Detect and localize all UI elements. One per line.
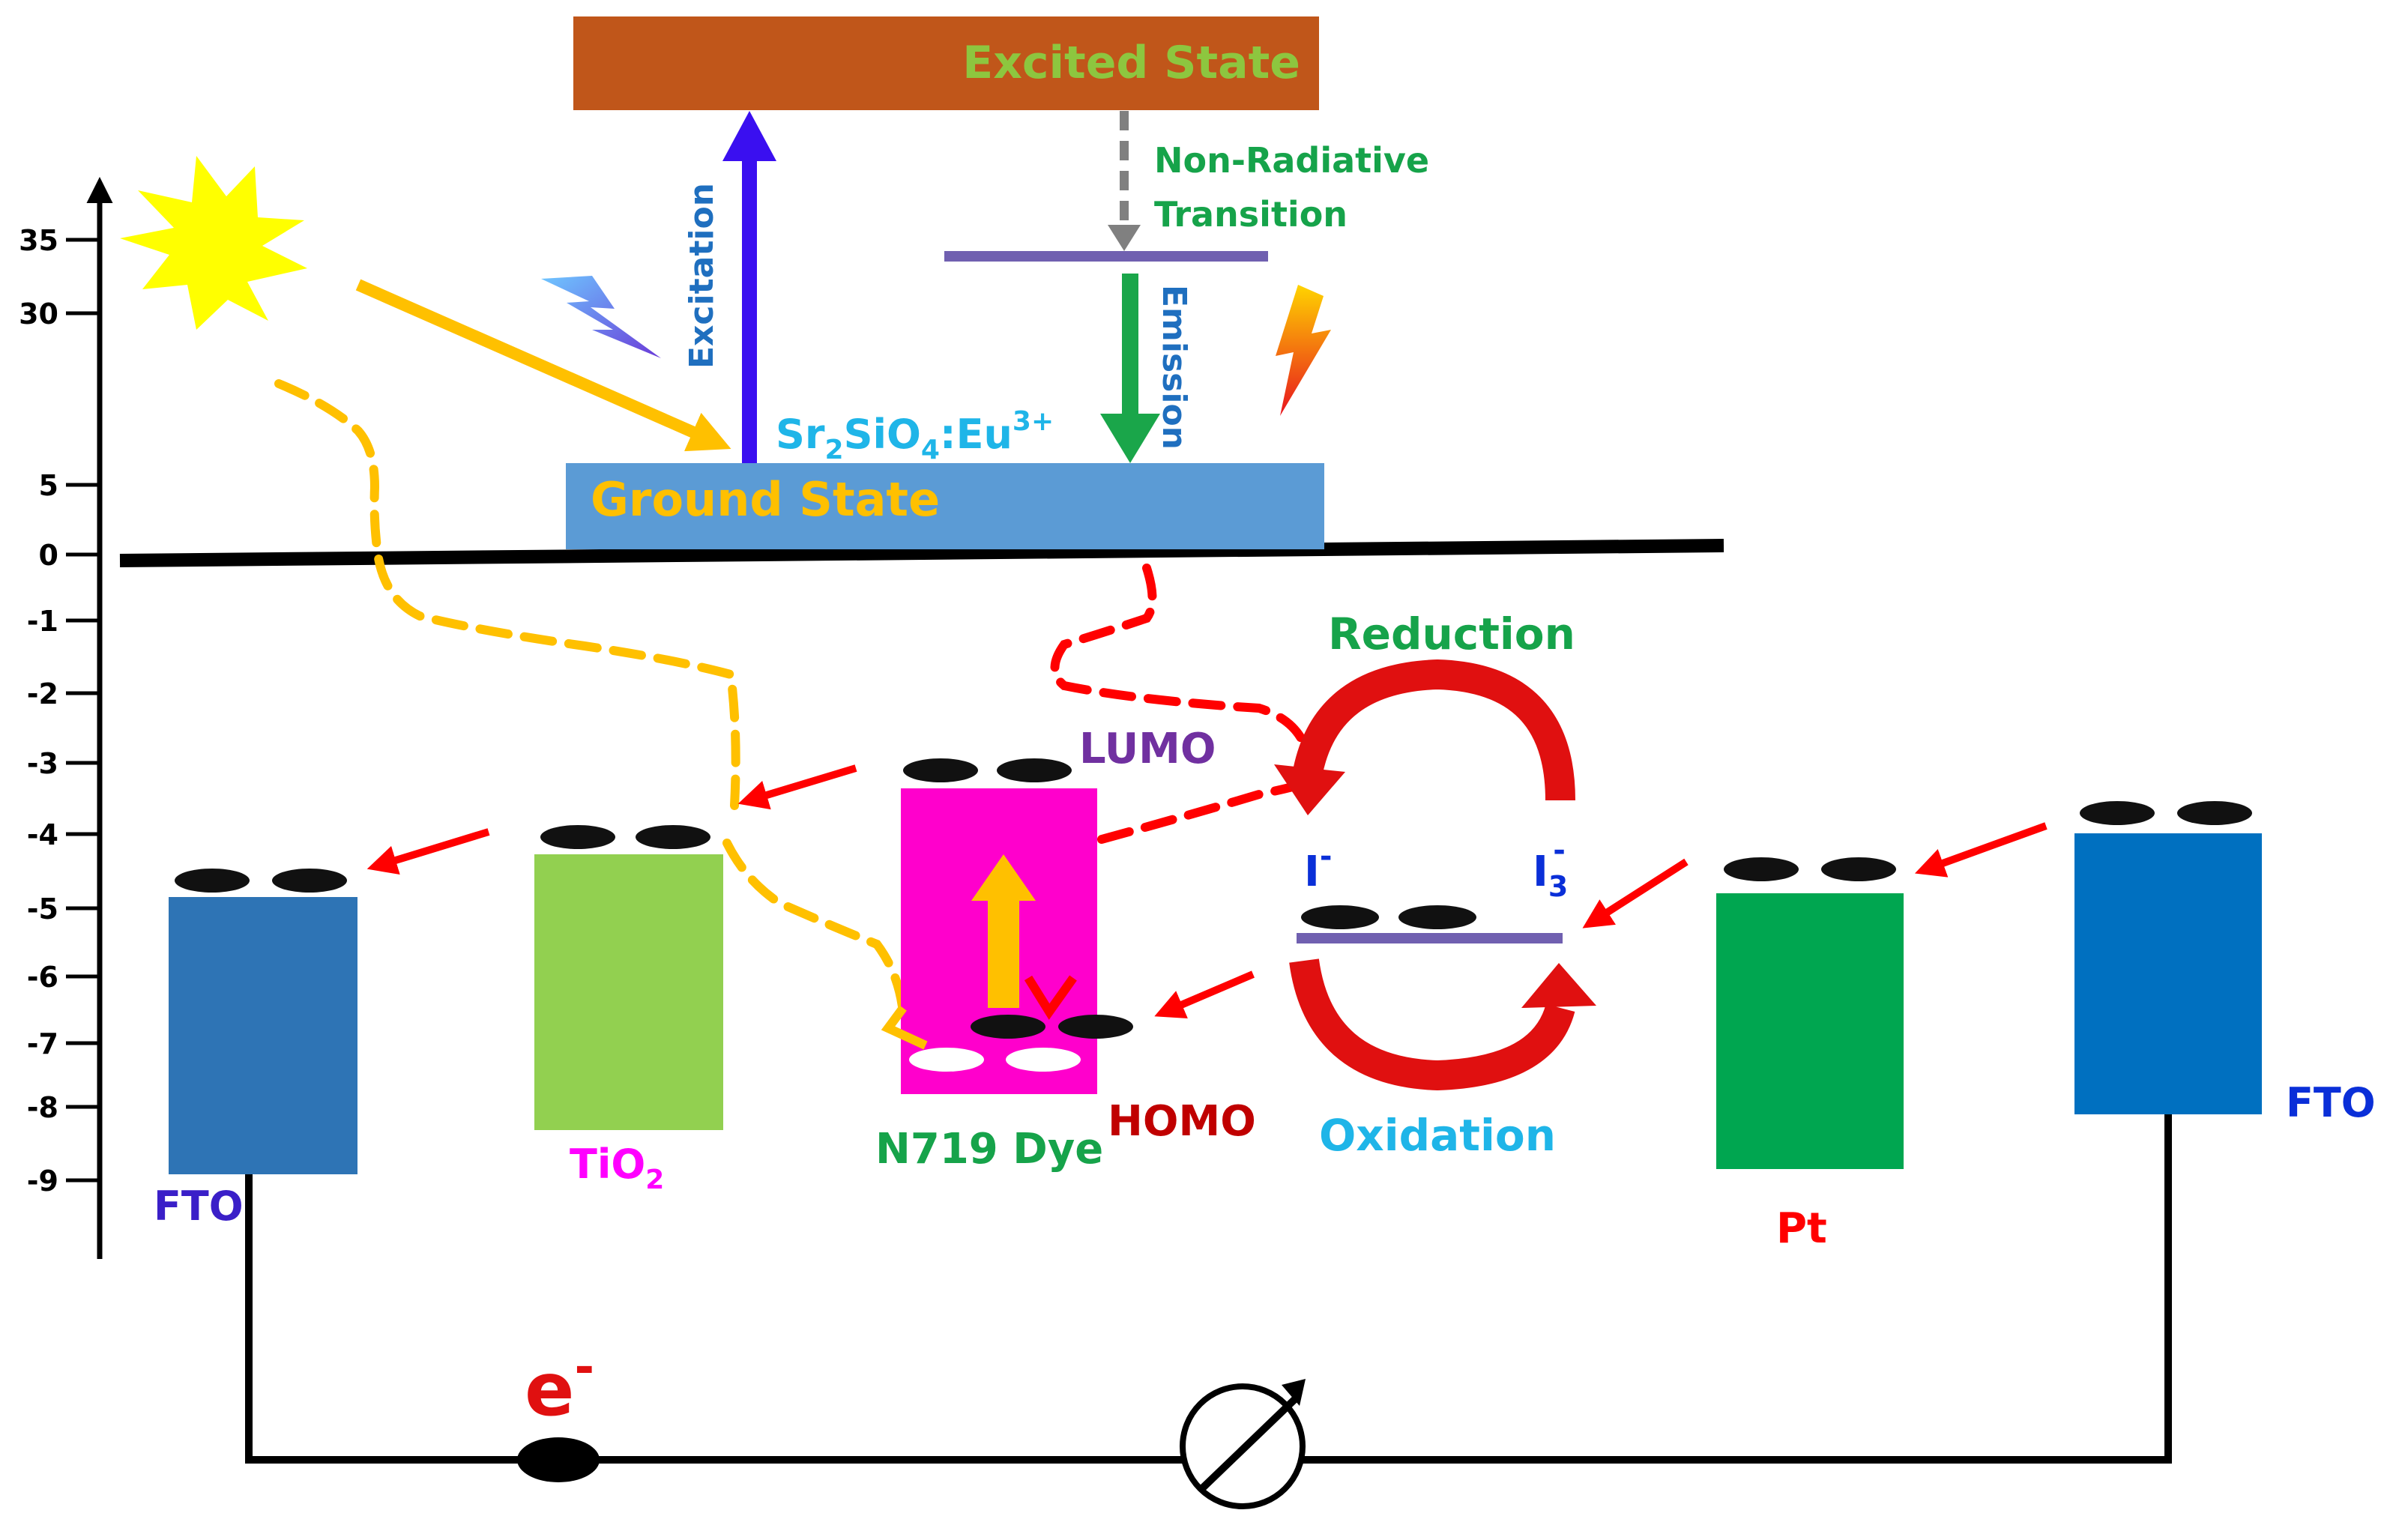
oxidation-arc-arrow — [1289, 958, 1596, 1091]
fto-right-label: FTO — [2286, 1079, 2376, 1126]
phosphor-formula: Sr2SiO4:Eu3+ — [776, 406, 1054, 465]
pt-label: Pt — [1776, 1204, 1827, 1253]
hole-dot — [909, 1048, 984, 1072]
electron-dot — [1398, 905, 1476, 929]
electron-transfer-arrow — [366, 828, 490, 875]
tick-label: -4 — [27, 818, 58, 851]
electron-dot — [272, 869, 347, 893]
electron-dot — [903, 758, 978, 782]
emission-label: Emission — [1155, 285, 1193, 450]
electron-dot — [636, 825, 710, 849]
reduction-label: Reduction — [1328, 609, 1575, 659]
electron-dot — [1058, 1015, 1133, 1039]
reduction-arc-arrow — [1274, 659, 1575, 815]
triiodide-label: I3- — [1533, 833, 1568, 903]
homo-label: HOMO — [1108, 1097, 1256, 1146]
yellow-dashed-arrowhead — [881, 1005, 928, 1050]
tick-label: -2 — [27, 677, 58, 710]
electron-dot — [2177, 801, 2252, 825]
fto-right-bar — [2074, 833, 2262, 1114]
electron-transfer-arrow — [737, 764, 857, 810]
electron-dot — [1301, 905, 1379, 929]
excited-state-box — [573, 16, 1319, 110]
emission-arrow — [1100, 274, 1160, 463]
lightning-orange-icon — [1276, 285, 1331, 416]
fto-left-bar — [169, 897, 357, 1174]
electron-dot — [997, 758, 1072, 782]
tick-label: -7 — [27, 1027, 58, 1060]
pt-bar — [1716, 893, 1904, 1169]
red-dashed-path — [1050, 564, 1315, 775]
fto-left-label: FTO — [154, 1183, 244, 1230]
homo-dashed-arrowhead — [1024, 975, 1077, 1020]
electron-transfer-arrow — [1582, 858, 1689, 928]
iodide-label: I- — [1304, 839, 1332, 896]
electron-label: e- — [525, 1340, 594, 1433]
zero-level-line — [119, 539, 1724, 567]
tio2-label: TiO2 — [570, 1141, 664, 1195]
hole-dot — [1006, 1048, 1081, 1072]
electron-dot — [1821, 857, 1896, 881]
tick-label: -8 — [27, 1091, 58, 1124]
electron-carrier-dot — [517, 1437, 600, 1482]
non-radiative-label: Transition — [1154, 194, 1348, 235]
electron-dot — [971, 1015, 1045, 1039]
electron-dot — [2080, 801, 2155, 825]
non-radiative-arrow — [1108, 111, 1141, 251]
ground-state-label: Ground State — [591, 472, 940, 527]
red-dashed-path — [1097, 775, 1322, 844]
tick-label: 30 — [19, 298, 58, 330]
excitation-arrow — [722, 111, 776, 463]
incident-light-arrow — [355, 279, 731, 452]
tick-label: -3 — [27, 747, 58, 780]
electron-dot — [540, 825, 615, 849]
oxidation-label: Oxidation — [1319, 1110, 1556, 1161]
electron-transfer-arrow — [1154, 970, 1255, 1018]
tick-label: -9 — [27, 1165, 58, 1198]
dye-excitation-arrow — [971, 854, 1036, 1008]
sun-icon — [120, 156, 307, 330]
tick-label: -5 — [27, 893, 58, 925]
tio2-bar — [534, 854, 723, 1130]
tick-label: 0 — [39, 539, 58, 572]
dye-label: N719 Dye — [875, 1125, 1103, 1174]
tick-label: -6 — [27, 961, 58, 994]
excited-state-label: Excited State — [962, 37, 1300, 89]
electron-transfer-arrow — [1914, 822, 2048, 878]
lumo-label: LUMO — [1079, 725, 1216, 773]
excitation-label: Excitation — [683, 183, 721, 369]
ammeter-icon — [1180, 1379, 1306, 1509]
yellow-dashed-path — [274, 379, 740, 810]
electron-dot — [175, 869, 250, 893]
tick-label: -1 — [27, 605, 58, 638]
ground-state-box — [566, 463, 1324, 549]
tick-label: 35 — [19, 224, 58, 257]
yellow-dashed-path — [722, 839, 908, 1018]
lightning-blue-icon — [541, 276, 661, 358]
electron-dot — [1724, 857, 1799, 881]
non-radiative-label: Non-Radiative — [1154, 140, 1429, 181]
tick-label: 5 — [39, 469, 58, 502]
y-axis: 35 30 5 0 -1 -2 -3 -4 -5 -6 -7 -8 -9 — [19, 177, 113, 1259]
